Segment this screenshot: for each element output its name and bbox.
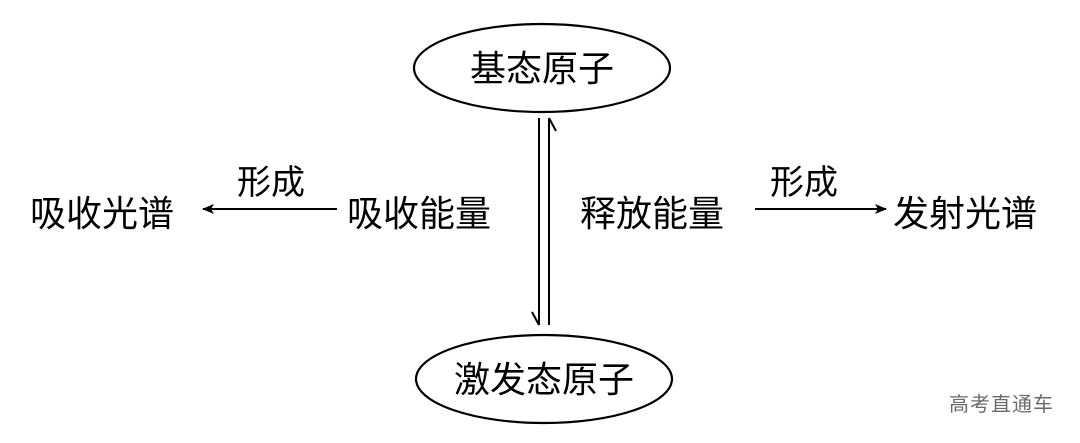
emission-spectrum-label: 发射光谱 [893, 194, 1037, 235]
release-energy-label: 释放能量 [580, 194, 724, 235]
excited-state-label: 激发态原子 [454, 360, 634, 401]
reversible-arrow [531, 117, 557, 326]
up-arrow [548, 117, 557, 325]
excited-state-node: 激发态原子 [414, 333, 674, 425]
absorption-spectrum-label: 吸收光谱 [30, 194, 174, 235]
ground-state-node: 基态原子 [412, 22, 672, 114]
right-arrow-label: 形成 [770, 163, 838, 203]
ground-state-ellipse [412, 22, 672, 114]
left-arrow-label: 形成 [237, 163, 305, 203]
absorb-energy-label: 吸收能量 [347, 194, 491, 235]
ground-state-label: 基态原子 [470, 49, 614, 90]
watermark-text: 高考直通车 [949, 392, 1054, 416]
down-arrow [531, 118, 540, 326]
excited-state-ellipse [414, 333, 674, 425]
